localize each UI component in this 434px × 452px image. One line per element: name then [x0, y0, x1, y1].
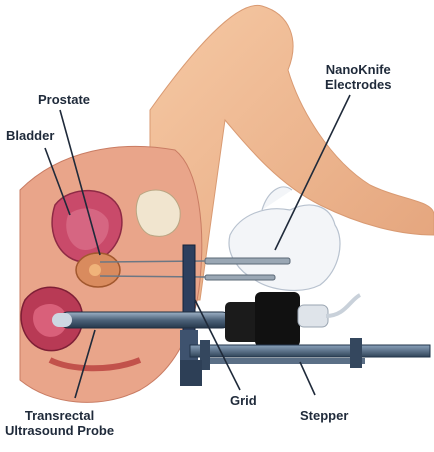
pubic-bone — [136, 190, 180, 236]
grid-label: Grid — [230, 393, 257, 408]
nanoknife-label-line2: Electrodes — [325, 77, 391, 92]
probe-label-line2: Ultrasound Probe — [5, 423, 114, 438]
nanoknife-electrodes-label: NanoKnife Electrodes — [325, 62, 391, 92]
ultrasound-probe — [52, 312, 230, 328]
probe-handle — [225, 292, 360, 347]
stepper-label: Stepper — [300, 408, 348, 423]
probe-label-line1: Transrectal — [5, 408, 114, 423]
bladder-label: Bladder — [6, 128, 54, 143]
nanoknife-label-line1: NanoKnife — [325, 62, 391, 77]
ultrasound-probe-label: Transrectal Ultrasound Probe — [5, 408, 114, 438]
prostate-label: Prostate — [38, 92, 90, 107]
